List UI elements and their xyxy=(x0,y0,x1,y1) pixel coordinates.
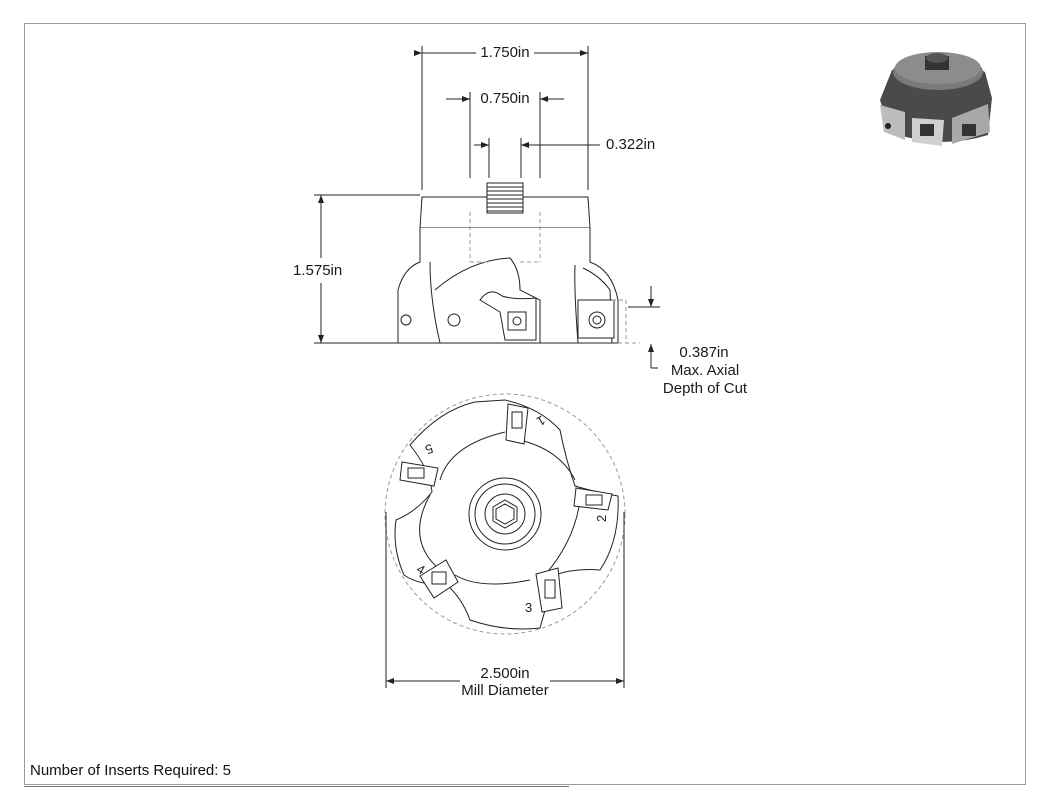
drawing-border xyxy=(24,23,1026,785)
insert-pocket-4 xyxy=(419,559,459,599)
dim-axial-depth-line2: Depth of Cut xyxy=(662,380,748,397)
dim-thread-offset: 0.322in xyxy=(606,136,656,153)
dimension-lines xyxy=(314,46,660,369)
footer-rule xyxy=(24,786,569,787)
insert-pocket-3 xyxy=(535,567,563,613)
dim-axial-depth-value: 0.387in xyxy=(679,344,729,361)
dim-mill-diameter-label: Mill Diameter xyxy=(461,682,549,699)
insert-pocket-5 xyxy=(399,461,439,487)
isometric-render xyxy=(880,52,992,146)
insert-number-2: 2 xyxy=(594,515,609,522)
dim-height: 1.575in xyxy=(293,262,343,279)
flute-left xyxy=(429,261,441,344)
dim-mill-diameter-value: 2.500in xyxy=(480,665,530,682)
mill-diameter-dimension xyxy=(385,512,625,688)
insert-number-3: 3 xyxy=(525,600,532,615)
top-view xyxy=(384,393,626,635)
dim-body-diameter: 1.750in xyxy=(480,44,530,61)
side-view xyxy=(397,182,640,344)
dim-axial-depth-line1: Max. Axial xyxy=(670,362,740,379)
hex-socket xyxy=(492,499,518,529)
inserts-required-note: Number of Inserts Required: 5 xyxy=(30,762,231,779)
insert-pocket-2 xyxy=(573,487,613,511)
threaded-stub xyxy=(486,182,524,214)
insert-number-5: 5 xyxy=(423,441,435,458)
insert-pocket-1 xyxy=(505,403,529,445)
dim-shank-diameter: 0.750in xyxy=(480,90,530,107)
